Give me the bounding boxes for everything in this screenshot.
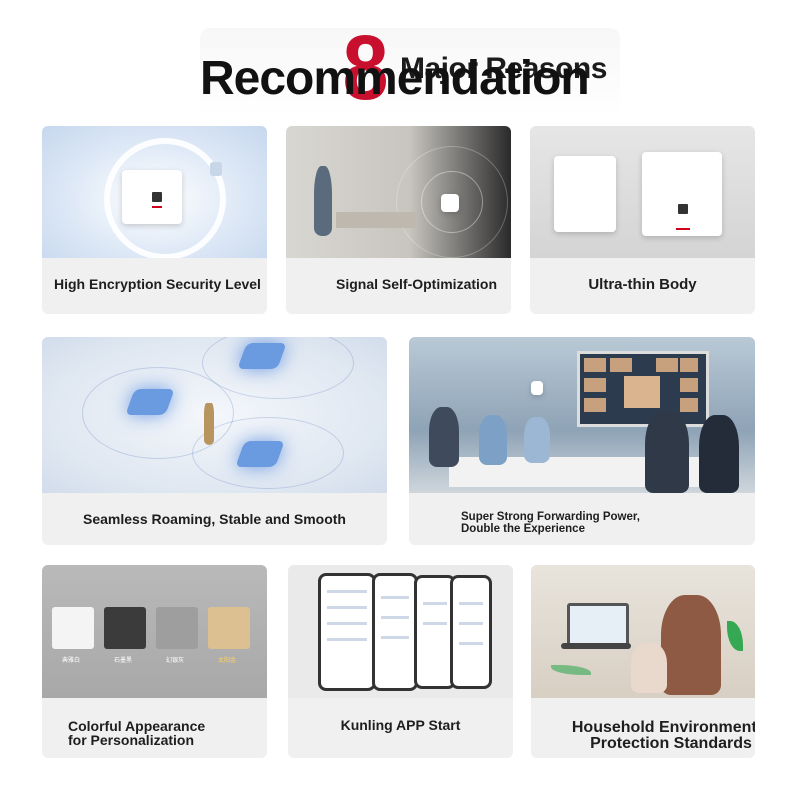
feature-card-household: Household Environmental Protection Stand… bbox=[531, 565, 755, 758]
feature-card-colorful: 典雅白 石墨黑 幻银灰 太阳金 Colorful Appearance for … bbox=[42, 565, 267, 758]
lock-icon bbox=[210, 162, 222, 176]
feature-card-thin-body: Ultra-thin Body bbox=[530, 126, 755, 314]
phone-screen bbox=[450, 575, 492, 689]
person-figure bbox=[314, 166, 332, 236]
person-figure bbox=[479, 415, 507, 465]
person-figure bbox=[645, 411, 689, 493]
phone-screen bbox=[414, 575, 456, 689]
phone-screen bbox=[318, 573, 376, 691]
feature-card-forwarding: Super Strong Forwarding Power, Double th… bbox=[409, 337, 755, 545]
feature-card-app: Kunling APP Start bbox=[288, 565, 513, 758]
feature-card-signal: Signal Self-Optimization bbox=[286, 126, 511, 314]
baby-figure bbox=[631, 643, 667, 693]
swatch-label: 太阳金 bbox=[218, 657, 237, 664]
access-point-panel bbox=[642, 152, 722, 236]
header-title: Recommendation bbox=[200, 52, 590, 105]
roaming-nodes-image bbox=[42, 337, 387, 493]
feature-card-roaming: Seamless Roaming, Stable and Smooth bbox=[42, 337, 387, 545]
feature-caption: Super Strong Forwarding Power, Double th… bbox=[461, 511, 640, 535]
color-variants-image: 典雅白 石墨黑 幻银灰 太阳金 bbox=[42, 565, 267, 698]
phone-screen bbox=[372, 573, 418, 691]
feature-caption: Household Environmental Protection Stand… bbox=[571, 719, 755, 752]
swatch-black bbox=[104, 607, 146, 649]
person-figure bbox=[661, 595, 721, 695]
feature-caption: High Encryption Security Level bbox=[54, 276, 261, 292]
person-figure bbox=[429, 407, 459, 467]
shield-device-icon bbox=[42, 126, 267, 258]
video-wall bbox=[577, 351, 709, 427]
access-point-device bbox=[122, 170, 182, 224]
swatch-white bbox=[52, 607, 94, 649]
family-home-image bbox=[531, 565, 755, 698]
wall-socket bbox=[554, 156, 616, 232]
feature-caption: Signal Self-Optimization bbox=[336, 276, 498, 292]
header-background bbox=[200, 28, 620, 118]
wall-panel-image bbox=[530, 126, 755, 258]
feature-caption: Kunling APP Start bbox=[340, 717, 461, 733]
header-overlay-text: Major Reasons bbox=[400, 52, 607, 85]
person-figure bbox=[699, 415, 739, 493]
app-screens-image bbox=[288, 565, 513, 698]
person-figure bbox=[524, 417, 550, 463]
meeting-room-image bbox=[409, 337, 755, 493]
swatch-grey bbox=[156, 607, 198, 649]
swatch-label: 幻银灰 bbox=[166, 657, 185, 664]
feature-caption: Ultra-thin Body bbox=[588, 276, 697, 293]
swatch-gold bbox=[208, 607, 250, 649]
feature-caption: Colorful Appearance for Personalization bbox=[68, 718, 206, 748]
plant-icon bbox=[727, 621, 743, 651]
header-number: 8 bbox=[342, 17, 389, 119]
sofa bbox=[336, 212, 416, 228]
feature-card-encryption: High Encryption Security Level bbox=[42, 126, 267, 314]
swatch-label: 典雅白 bbox=[62, 657, 81, 664]
person-figure bbox=[204, 403, 214, 445]
access-point-device bbox=[531, 381, 543, 395]
access-point-device bbox=[441, 194, 459, 212]
signal-room-image bbox=[286, 126, 511, 258]
laptop bbox=[567, 603, 629, 647]
feature-caption: Seamless Roaming, Stable and Smooth bbox=[83, 511, 346, 527]
header: 8 Major Reasons Recommendation bbox=[0, 0, 800, 120]
swatch-label: 石墨黑 bbox=[114, 657, 133, 664]
